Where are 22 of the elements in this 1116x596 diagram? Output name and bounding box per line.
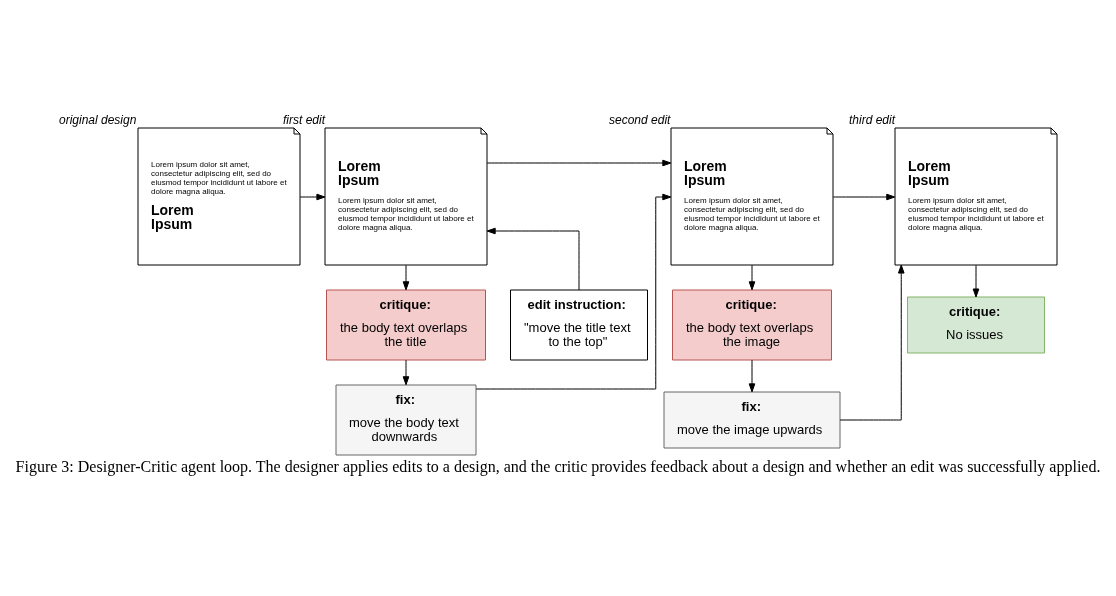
node-label: first edit bbox=[283, 112, 326, 127]
node-label: third edit bbox=[849, 112, 896, 127]
arrow bbox=[839, 264, 905, 421]
caption: Figure 3: Designer-Critic agent loop. The designer applies edits to a design, and the critic provides feedback about a design and whether an edit was successfully applied. bbox=[15, 457, 1101, 475]
arrow bbox=[486, 227, 580, 291]
arrow bbox=[402, 359, 410, 386]
arrow bbox=[402, 264, 410, 291]
node-box: fix: move the image upwards bbox=[663, 391, 841, 449]
arrow bbox=[748, 359, 756, 393]
arrow bbox=[486, 159, 672, 167]
node-box: critique: the body text overlaps the title bbox=[326, 289, 486, 361]
arrow bbox=[748, 264, 756, 291]
arrow bbox=[972, 264, 980, 298]
arrow bbox=[832, 193, 896, 201]
arrow bbox=[299, 193, 326, 201]
node-label: original design bbox=[59, 112, 137, 127]
node-box: fix: move the body text downwards bbox=[335, 384, 477, 456]
arrow bbox=[475, 193, 672, 390]
node-box: critique: the body text overlaps the image bbox=[672, 289, 832, 361]
node-box: edit instruction: "move the title text to the top" bbox=[510, 289, 648, 361]
node-box: critique: No issues bbox=[907, 296, 1045, 354]
node-label: second edit bbox=[609, 112, 671, 127]
